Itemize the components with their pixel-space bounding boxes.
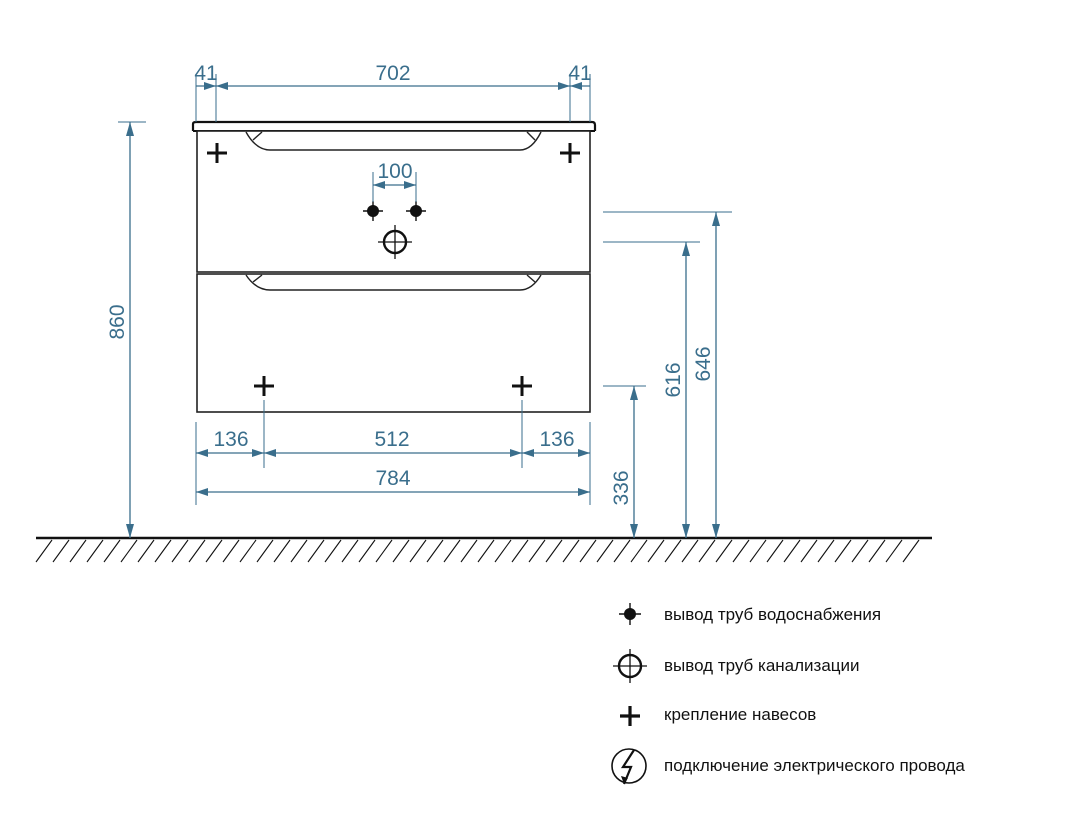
floor-hatch-line [460, 539, 478, 563]
dim-right-overhang: 41 [568, 62, 591, 85]
floor-hatch-line [783, 539, 801, 563]
lower-drawer [196, 273, 591, 413]
mounting-cross-icon [207, 143, 227, 163]
cabinet-body [191, 120, 597, 413]
floor-hatch-line [664, 539, 682, 563]
legend-label-mount: крепление навесов [664, 705, 816, 724]
floor-hatch-line [613, 539, 631, 563]
mounting-cross-icon [512, 376, 532, 396]
floor-hatch-line [511, 539, 529, 563]
floor-hatch-line [817, 539, 835, 563]
floor-hatch-line [681, 539, 699, 563]
floor-hatch-line [800, 539, 818, 563]
floor-hatch-line [868, 539, 886, 563]
floor-hatch-line [273, 539, 291, 563]
floor-hatch-line [885, 539, 903, 563]
legend-label-electric: подключение электрического провода [664, 756, 965, 775]
upper-drawer [196, 130, 591, 273]
dim-outlet-height-b: 646 [692, 346, 715, 381]
floor-hatch-line [86, 539, 104, 563]
floor-hatch-line [647, 539, 665, 563]
floor-hatch-line [494, 539, 512, 563]
floor-hatch-line [358, 539, 376, 563]
dim-left-offset: 136 [213, 428, 248, 451]
floor-hatch-line [596, 539, 614, 563]
floor-hatch-line [630, 539, 648, 563]
floor-hatch-line [834, 539, 852, 563]
floor-hatch-line [69, 539, 87, 563]
dim-pipe-spacing: 100 [377, 160, 412, 183]
floor-hatch-line [239, 539, 257, 563]
floor-hatch-line [120, 539, 138, 563]
lower-handle [245, 274, 542, 291]
floor-hatch-line [851, 539, 869, 563]
floor-hatch-line [749, 539, 767, 563]
pipe-spacing-dimension [372, 172, 417, 202]
floor-hatch-line [579, 539, 597, 563]
floor-hatch-line [188, 539, 206, 563]
floor-hatch-line [341, 539, 359, 563]
water-supply-icon [363, 201, 383, 221]
mounting-cross-icon [560, 143, 580, 163]
sewer-outlet-icon [378, 225, 412, 259]
floor-hatch-line [902, 539, 920, 563]
floor-hatch-line [443, 539, 461, 563]
floor [35, 536, 932, 563]
floor-hatch-line [698, 539, 716, 563]
water-supply-icon [406, 201, 426, 221]
dim-outlet-height-a: 616 [662, 362, 685, 397]
sewer-outlet-icon [613, 649, 647, 683]
floor-hatch-line [290, 539, 308, 563]
right-height-dimensions [603, 211, 732, 538]
floor-hatch-line [52, 539, 70, 563]
upper-handle [245, 131, 542, 151]
floor-hatch-line [562, 539, 580, 563]
dim-mount-height: 336 [610, 470, 633, 505]
floor-hatch-line [732, 539, 750, 563]
floor-hatch-line [171, 539, 189, 563]
legend-label-sewer: вывод труб канализации [664, 656, 860, 675]
floor-hatch-line [256, 539, 274, 563]
dim-total-width: 784 [375, 467, 410, 490]
bottom-dimension-lines [195, 400, 591, 505]
floor-hatch-line [137, 539, 155, 563]
floor-hatch-line [766, 539, 784, 563]
total-height-dimension [118, 121, 146, 538]
floor-hatch-line [545, 539, 563, 563]
mounting-cross-icon [620, 706, 640, 726]
electric-connection-icon [611, 748, 647, 785]
floor-hatch-line [307, 539, 325, 563]
floor-hatch-line [324, 539, 342, 563]
floor-hatch-line [103, 539, 121, 563]
top-dimension-lines [195, 74, 591, 122]
floor-hatch-line [154, 539, 172, 563]
legend: вывод труб водоснабжения вывод труб кана… [611, 603, 965, 785]
water-supply-icon [619, 603, 641, 625]
floor-hatch-line [205, 539, 223, 563]
floor-hatch-line [528, 539, 546, 563]
floor-hatch-line [426, 539, 444, 563]
dim-right-offset: 136 [539, 428, 574, 451]
floor-hatch-line [392, 539, 410, 563]
dim-left-overhang: 41 [194, 62, 217, 85]
dim-mount-spacing: 512 [374, 428, 409, 451]
dim-total-height: 860 [106, 304, 129, 339]
floor-hatch-line [375, 539, 393, 563]
floor-hatch-line [222, 539, 240, 563]
floor-hatch-line [477, 539, 495, 563]
floor-hatch-line [715, 539, 733, 563]
mounting-cross-icon [254, 376, 274, 396]
floor-hatch-line [35, 539, 53, 563]
dim-top-width: 702 [375, 62, 410, 85]
floor-hatch-line [409, 539, 427, 563]
legend-label-water: вывод труб водоснабжения [664, 605, 881, 624]
